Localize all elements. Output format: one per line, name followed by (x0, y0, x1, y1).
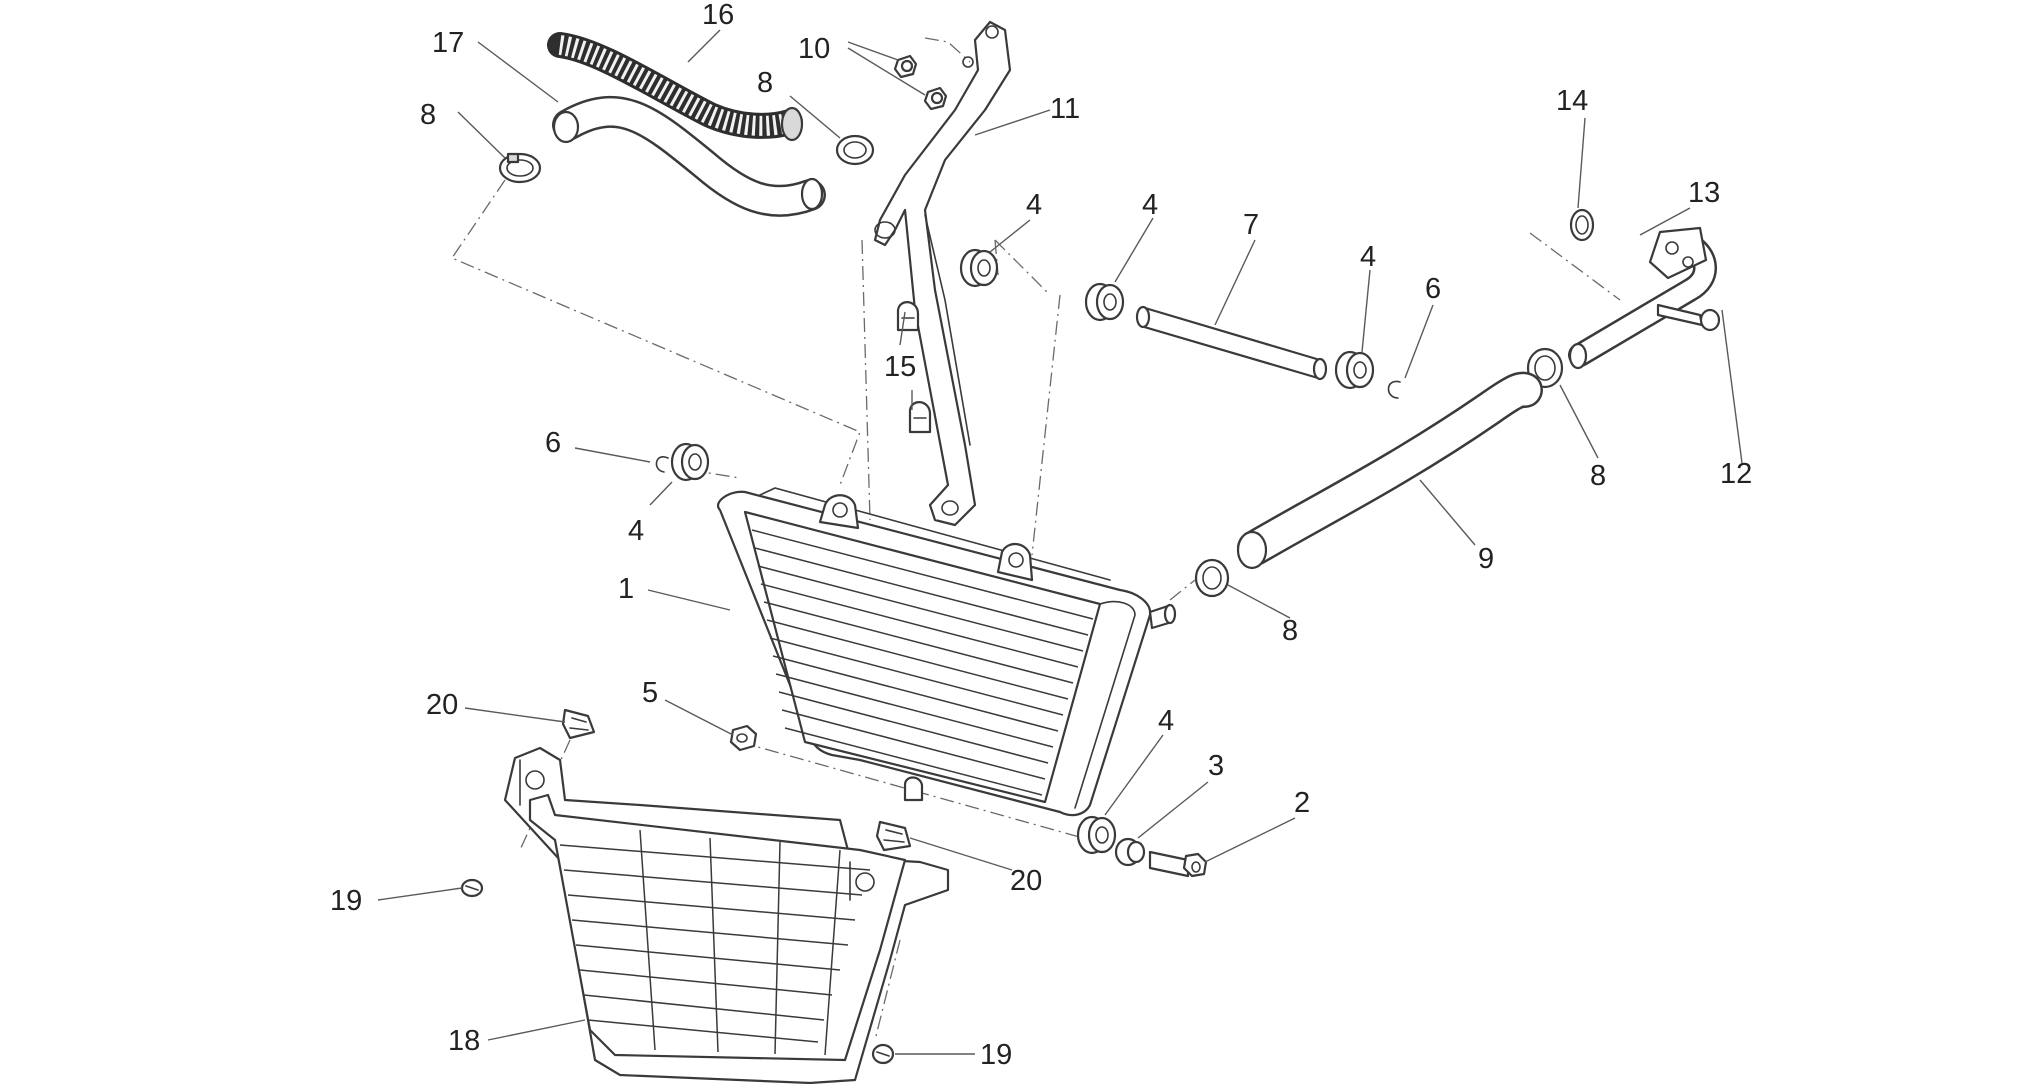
grille-bars (559, 829, 871, 1056)
washer-part (1114, 837, 1146, 867)
grommet-part (1084, 282, 1125, 322)
bolt-part (1148, 850, 1208, 878)
callout-11: 11 (1050, 93, 1080, 125)
callout-4: 4 (1360, 241, 1376, 273)
callout-6: 6 (1425, 273, 1441, 305)
callout-19: 19 (980, 1039, 1012, 1071)
speed-nut-part (561, 708, 596, 740)
callout-2: 2 (1294, 787, 1310, 819)
oil-hose-part (1236, 371, 1543, 570)
mounting-bracket-part (873, 20, 1012, 527)
callout-labels: 17 16 10 8 8 11 14 13 4 4 7 4 6 15 12 8 … (330, 0, 1752, 1071)
callout-8: 8 (757, 67, 773, 99)
callout-1: 1 (618, 573, 634, 605)
cooler-fins (751, 529, 1094, 796)
callout-9: 9 (1478, 543, 1494, 575)
o-ring-part (1569, 208, 1595, 242)
callout-16: 16 (702, 0, 734, 31)
leader-lines (377, 29, 1743, 1055)
circlip-part (655, 456, 669, 473)
callout-8: 8 (1590, 460, 1606, 492)
circlip-part (1387, 380, 1401, 399)
corrugated-sleeve-part (547, 32, 804, 142)
callout-19: 19 (330, 885, 362, 917)
callout-17: 17 (432, 27, 464, 59)
grommet-part (670, 442, 710, 482)
callout-7: 7 (1243, 209, 1259, 241)
callout-18: 18 (448, 1025, 480, 1057)
callout-8: 8 (1282, 615, 1298, 647)
callout-20: 20 (1010, 865, 1042, 897)
clip-part (908, 401, 932, 434)
grommet-part (1334, 350, 1375, 390)
callout-13: 13 (1688, 177, 1720, 209)
callout-8: 8 (420, 99, 436, 131)
speed-nut-part (875, 820, 912, 852)
callout-4: 4 (1142, 189, 1158, 221)
callout-12: 12 (1720, 458, 1752, 490)
grommet-part (1076, 815, 1117, 855)
callout-5: 5 (642, 677, 658, 709)
hose-clamp-part (498, 152, 542, 184)
callout-20: 20 (426, 689, 458, 721)
spacer-rod-part (1135, 305, 1328, 381)
callout-4: 4 (1026, 189, 1042, 221)
callout-10: 10 (798, 33, 830, 65)
hose-clamp-part (835, 134, 875, 166)
bolt-part (923, 86, 948, 111)
screw-part (871, 1043, 895, 1065)
oil-cooler-part (717, 487, 1177, 817)
callout-15: 15 (884, 351, 916, 383)
radiator-hose-part (552, 95, 826, 217)
callout-3: 3 (1208, 750, 1224, 782)
clip-part (896, 301, 920, 332)
pipe-fitting-part (1568, 226, 1717, 370)
bolt-part (893, 54, 918, 79)
nut-part (729, 724, 758, 752)
callout-14: 14 (1556, 85, 1588, 117)
callout-6: 6 (545, 427, 561, 459)
hose-clamp-part (1194, 558, 1230, 598)
screw-part (1656, 303, 1721, 332)
protective-grille-part (503, 746, 950, 1084)
grommet-part (959, 248, 999, 288)
screw-part (460, 878, 484, 898)
callout-4: 4 (1158, 705, 1174, 737)
callout-4: 4 (628, 515, 644, 547)
